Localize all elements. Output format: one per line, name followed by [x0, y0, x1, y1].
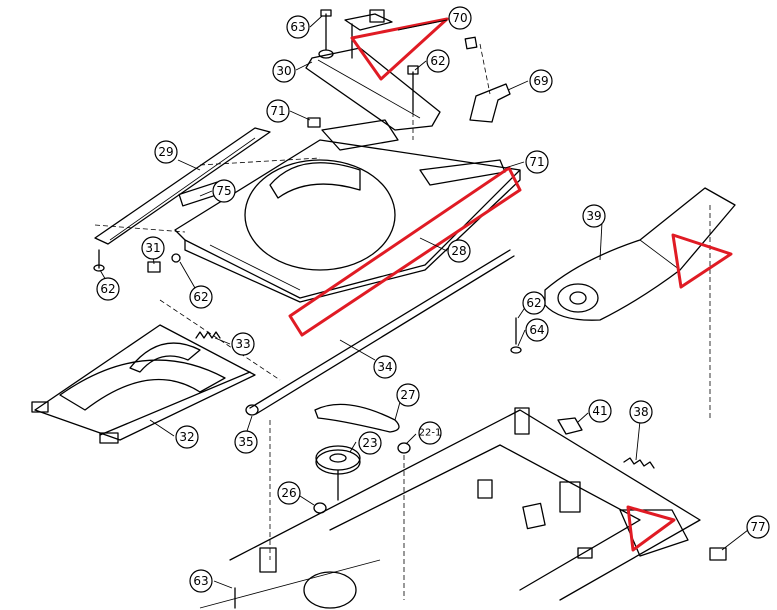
callout-28: 28 [447, 239, 471, 263]
callout-63-bottom: 63 [189, 569, 213, 593]
callout-64: 64 [525, 318, 549, 342]
callout-71-left: 71 [266, 99, 290, 123]
callout-30: 30 [272, 59, 296, 83]
callout-62-mid: 62 [189, 285, 213, 309]
callout-75: 75 [212, 179, 236, 203]
callout-label: 64 [529, 323, 544, 337]
callout-41: 41 [588, 399, 612, 423]
callout-label: 27 [400, 388, 415, 402]
highlight-triangle-top [350, 17, 449, 81]
chassis-frame [93, 117, 521, 303]
callout-34: 34 [373, 355, 397, 379]
callout-77: 77 [746, 515, 770, 539]
callout-label: 62 [193, 290, 208, 304]
callout-35: 35 [234, 430, 258, 454]
callout-label: 71 [270, 104, 285, 118]
callout-label: 33 [235, 337, 250, 351]
callout-label: 62 [526, 296, 541, 310]
loading-tray [31, 299, 281, 444]
guide-shaft [245, 249, 515, 416]
callout-26: 26 [277, 481, 301, 505]
callout-label: 31 [145, 241, 160, 255]
callout-29: 29 [154, 140, 178, 164]
highlight-rail-rectangle [288, 166, 522, 337]
callout-label: 77 [750, 520, 765, 534]
callout-label: 22-1 [419, 428, 442, 439]
callout-leaders [99, 15, 749, 589]
highlight-triangle-base [626, 505, 676, 552]
callout-label: 41 [592, 404, 607, 418]
callout-label: 69 [533, 74, 548, 88]
callout-39: 39 [582, 204, 606, 228]
spring-33 [195, 331, 221, 339]
callout-62-top: 62 [426, 49, 450, 73]
callout-label: 63 [290, 20, 305, 34]
callout-32: 32 [175, 425, 199, 449]
callout-label: 71 [529, 155, 544, 169]
callout-label: 70 [452, 11, 467, 25]
callout-label: 39 [586, 209, 601, 223]
callout-71-right: 71 [525, 150, 549, 174]
callout-70: 70 [448, 6, 472, 30]
pulley-belt-assembly [269, 403, 411, 600]
callout-27: 27 [396, 383, 420, 407]
callout-label: 28 [451, 244, 466, 258]
callout-62-left: 62 [96, 277, 120, 301]
callout-62-right: 62 [522, 291, 546, 315]
callout-33: 33 [231, 332, 255, 356]
callout-label: 75 [216, 184, 231, 198]
callout-label: 26 [281, 486, 296, 500]
callout-label: 23 [362, 436, 377, 450]
callout-63-top: 63 [286, 15, 310, 39]
highlight-triangle-arm [671, 233, 733, 289]
lever-spring-group [234, 317, 727, 609]
callout-label: 29 [158, 145, 173, 159]
clamp-arm [544, 187, 736, 420]
base-plate [199, 407, 701, 609]
callout-label: 62 [100, 282, 115, 296]
callout-label: 38 [633, 405, 648, 419]
top-bracket-assembly [305, 9, 511, 140]
callout-31: 31 [141, 236, 165, 260]
callout-label: 35 [238, 435, 253, 449]
callout-label: 32 [179, 430, 194, 444]
callout-label: 63 [193, 574, 208, 588]
callout-label: 62 [430, 54, 445, 68]
callout-69: 69 [529, 69, 553, 93]
callout-label: 34 [377, 360, 392, 374]
callout-38: 38 [629, 400, 653, 424]
callout-22-1: 22-1 [418, 421, 442, 445]
callout-23: 23 [358, 431, 382, 455]
callout-label: 30 [276, 64, 291, 78]
